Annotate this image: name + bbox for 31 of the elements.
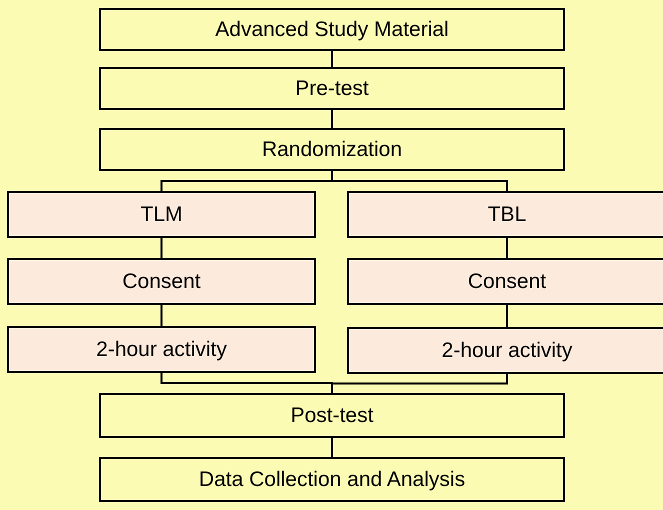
connector-line <box>331 374 508 393</box>
process-box <box>347 327 663 374</box>
connector-line <box>331 171 508 191</box>
box-label: TLM <box>140 202 182 226</box>
connector-line <box>160 305 162 326</box>
connector-line <box>331 438 333 457</box>
process-box <box>99 457 565 502</box>
process-box <box>347 191 663 238</box>
connector-line <box>506 238 508 258</box>
box-label: Consent <box>468 270 546 294</box>
box-label: Post-test <box>290 404 374 428</box>
process-box <box>99 393 565 438</box>
box-label: Advanced Study Material <box>215 18 449 42</box>
process-box <box>7 326 316 373</box>
process-box <box>7 191 316 238</box>
box-label: Data Collection and Analysis <box>198 468 466 492</box>
connector-line <box>160 238 162 258</box>
box-label: 2-hour activity <box>96 338 227 362</box>
process-box <box>347 258 663 305</box>
process-box <box>99 128 565 171</box>
connector-line <box>331 51 333 67</box>
process-box <box>99 8 565 51</box>
process-box <box>7 258 316 305</box>
box-label: 2-hour activity <box>442 338 572 362</box>
box-label: Randomization <box>262 138 402 162</box>
connector-line <box>506 305 508 327</box>
connector-line <box>331 110 333 128</box>
box-label: Consent <box>122 270 201 294</box>
box-label: Pre-test <box>295 76 369 100</box>
process-box <box>99 67 565 110</box>
box-label: TBL <box>488 202 526 226</box>
